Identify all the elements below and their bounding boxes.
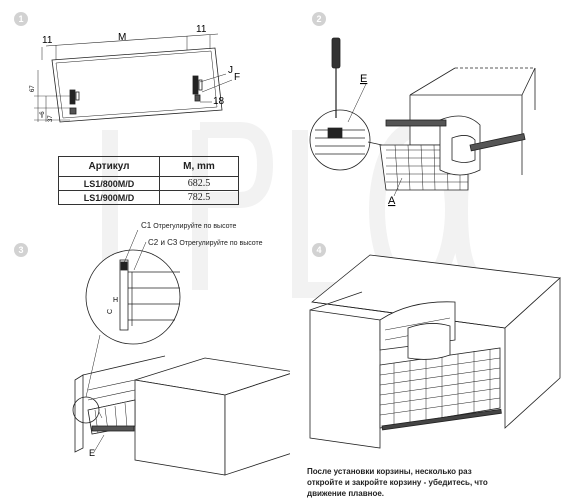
dim-vertical-c: 37 [48, 115, 54, 122]
dim-left-11: 11 [42, 35, 53, 46]
table-cell-m: 782.5 [159, 190, 239, 205]
callout-c2-c3-text: Отрегулируйте по высоте [179, 240, 263, 247]
panel-4-finished-drawing [309, 254, 561, 449]
label-e: E [360, 73, 367, 85]
label-a: A [388, 195, 396, 207]
panel-1-dimension-drawing: 11 M 11 J F 18 67 ≈6 37 [30, 24, 240, 123]
callout-c2-c3-label: C2 и C3 [148, 238, 178, 247]
installation-note: После установки корзины, несколько раз о… [307, 467, 488, 498]
step-badge-1: 1 [14, 12, 28, 26]
label-e-bottom: E [89, 448, 95, 458]
spec-table: Артикул M, mm LS1/800M/D 682.5 LS1/900M/… [58, 156, 239, 205]
callout-c1: C1 Отрегулируйте по высоте [141, 221, 236, 230]
panel-2-install-drawing: E A [309, 37, 536, 207]
label-j: J [228, 65, 233, 76]
dim-vertical-b: ≈6 [40, 111, 46, 118]
callout-c1-label: C1 [141, 221, 152, 230]
dim-middle-m: M [118, 32, 126, 43]
panel-3-adjust-drawing: C H E [72, 230, 290, 476]
dim-right-11: 11 [196, 24, 207, 35]
table-cell-m: 682.5 [159, 176, 239, 191]
label-h: H [113, 297, 118, 304]
table-cell-article: LS1/800M/D [58, 176, 160, 191]
callout-c1-text: Отрегулируйте по высоте [153, 223, 237, 230]
label-f: F [234, 72, 240, 83]
dim-vertical-a: 67 [30, 85, 36, 92]
label-c: C [107, 309, 114, 314]
step-badge-3: 3 [14, 243, 28, 257]
callout-c2-c3: C2 и C3 Отрегулируйте по высоте [148, 238, 263, 247]
dim-18: 18 [213, 96, 225, 107]
step-badge-2: 2 [312, 12, 326, 26]
table-cell-article: LS1/900M/D [58, 190, 160, 205]
step-badge-4: 4 [312, 243, 326, 257]
table-row: LS1/800M/D 682.5 [58, 176, 239, 191]
table-header-m: M, mm [159, 156, 239, 177]
table-header-article: Артикул [58, 156, 160, 177]
table-row: LS1/900M/D 782.5 [58, 190, 239, 205]
